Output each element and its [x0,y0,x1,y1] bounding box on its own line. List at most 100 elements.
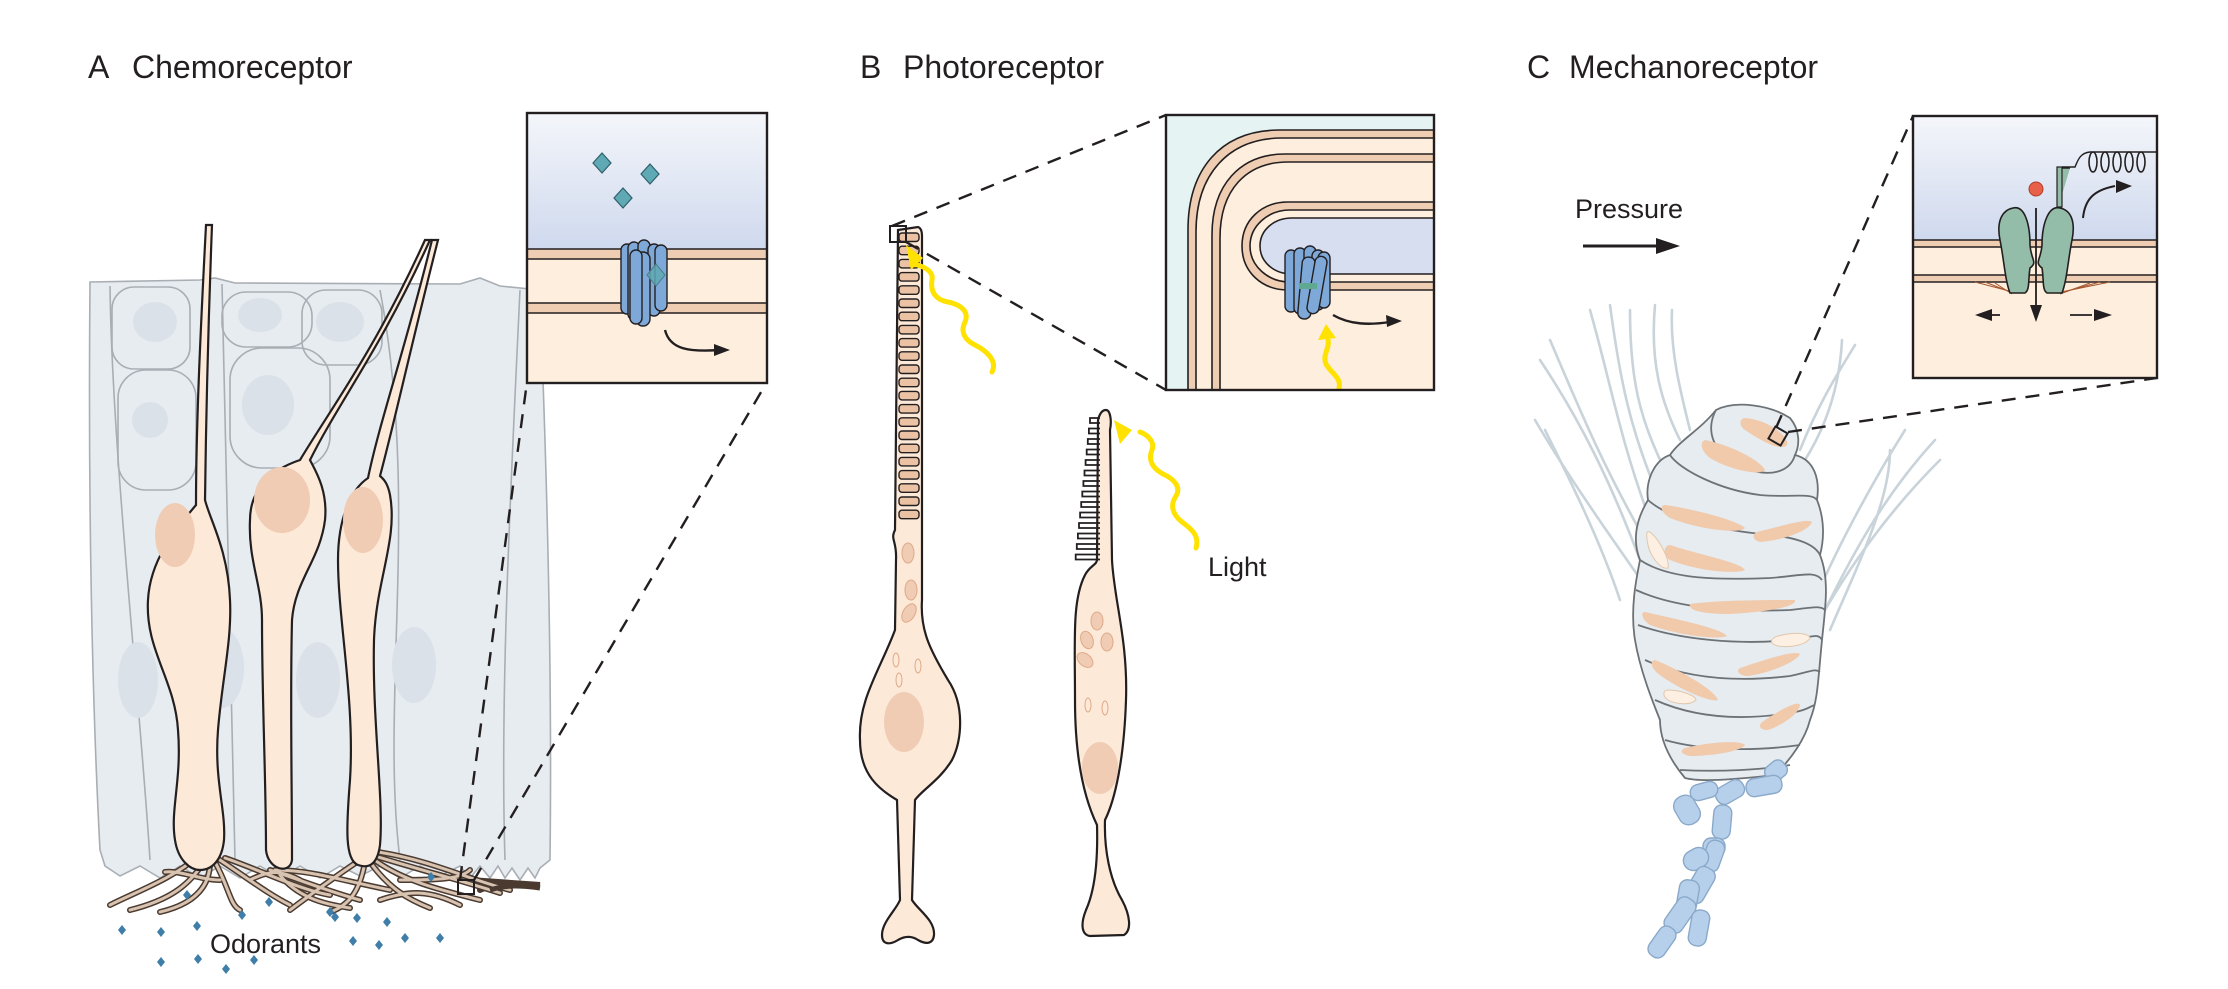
basal-cell [221,291,313,348]
support-nucleus [238,298,282,332]
pressure-arrow-icon [1656,238,1680,254]
support-nucleus [392,627,436,703]
cone-disc-fold [1085,448,1100,456]
cone-disc-fold [1086,438,1100,445]
lamellar-nuclei [1642,418,1812,756]
support-nucleus [133,302,177,342]
basal-cell [111,286,191,370]
odorant-molecules [118,872,444,974]
signal-arrow-icon [1332,313,1391,325]
rod-disc [898,298,920,309]
light-ray-rod-icon [911,261,996,375]
olfactory-neuron-3 [336,238,440,868]
zoom-guide-line [1774,115,1915,429]
rod-disc [898,443,920,454]
rhodopsin-protein [1284,245,1331,320]
panel-a-letter: A [88,49,110,85]
cone-disc-fold [1084,459,1100,466]
signal-arrow-icon [2082,185,2116,219]
panel-c-title-text: Mechanoreceptor [1569,49,1818,85]
rod-disc [898,430,920,441]
zoom-guide-line [905,240,1167,392]
panel-b-letter: B [860,49,881,85]
odorant-dot [349,936,357,946]
channel-subunit-right [2037,207,2075,294]
inset-c-mechanosensitive-channel [1911,114,2159,380]
rod-nucleus [884,692,924,752]
odorant-receptor-cilium [489,883,541,893]
rod-discs [898,232,920,520]
support-cell-border [109,285,151,861]
light-ray-cone-icon [1137,429,1200,551]
odorant-dot [183,890,191,900]
rod-mitochondria [892,542,922,688]
rod-disc [898,456,920,467]
odorant-dot [222,964,230,974]
odorant-dot [157,927,165,937]
rod-disc [898,483,920,493]
support-nucleus [132,402,168,438]
bound-odorant [646,263,666,287]
zoom-guide-line [458,381,529,881]
zoom-region-marker [889,225,907,243]
rod-disc [898,377,920,388]
retinal-chromophore [1299,283,1317,289]
rod-disc [898,509,920,520]
panel-c-letter: C [1527,49,1550,85]
neuron-nucleus [155,503,195,567]
rod-cell [858,225,962,945]
cone-disc-fold [1075,543,1100,550]
signal-arrow-icon [663,329,721,352]
olfactory-neuron-1 [146,223,232,872]
odorants-label: Odorants [210,929,321,959]
odorant-dot [326,907,334,917]
tether-spring-icon [2088,151,2146,173]
odorant-dot [375,940,383,950]
light-ray-inset-icon [1322,337,1342,391]
odorant-dot [193,921,201,931]
panel-b-title-text: Photoreceptor [903,49,1104,85]
rod-disc [898,351,920,361]
odorant-dot [238,910,246,920]
afferent-axon [1647,759,1789,959]
rod-disc [898,337,920,348]
olfactory-neuron-2 [248,238,432,870]
rod-disc [898,364,920,375]
rod-disc [898,271,920,282]
support-nucleus [296,642,340,718]
odorant-dot [157,957,165,967]
odorant-dot [383,917,391,927]
rod-disc [898,496,920,507]
arrowhead-icon [2094,309,2112,321]
rod-disc [898,232,920,243]
panel-a-title: A Chemoreceptor [88,49,353,85]
odorant-dot [331,912,339,922]
cone-disc-fold [1083,469,1100,477]
cone-disc-fold [1077,532,1100,540]
odorant-dot [265,897,273,907]
rod-disc [898,285,920,295]
zoom-region-marker [457,879,475,895]
cone-disc-fold [1089,417,1100,424]
arrowhead-icon [2116,180,2132,193]
zoom-guide-line [472,381,769,881]
rod-disc [898,311,920,322]
odorant-dot [250,955,258,965]
arrowhead-icon [714,344,730,356]
cone-disc-fold [1079,511,1100,519]
light-label: Light [1208,552,1267,582]
support-nucleus [242,375,294,435]
panel-a-title-text: Chemoreceptor [132,49,353,85]
support-cell-border [502,289,521,861]
basal-cell [117,369,197,491]
zoom-guide-line [1787,376,2158,434]
cone-disc-fold [1078,522,1100,529]
pacinian-corpuscle [1632,403,1827,782]
panel-c-title: C Mechanoreceptor [1527,49,1818,85]
zoom-region-marker [1767,425,1789,447]
arrowhead-icon [2030,305,2042,322]
cone-disc-fold [1088,427,1100,435]
light-arrowhead-icon [1318,324,1336,340]
cone-disc-fold [1074,553,1100,561]
